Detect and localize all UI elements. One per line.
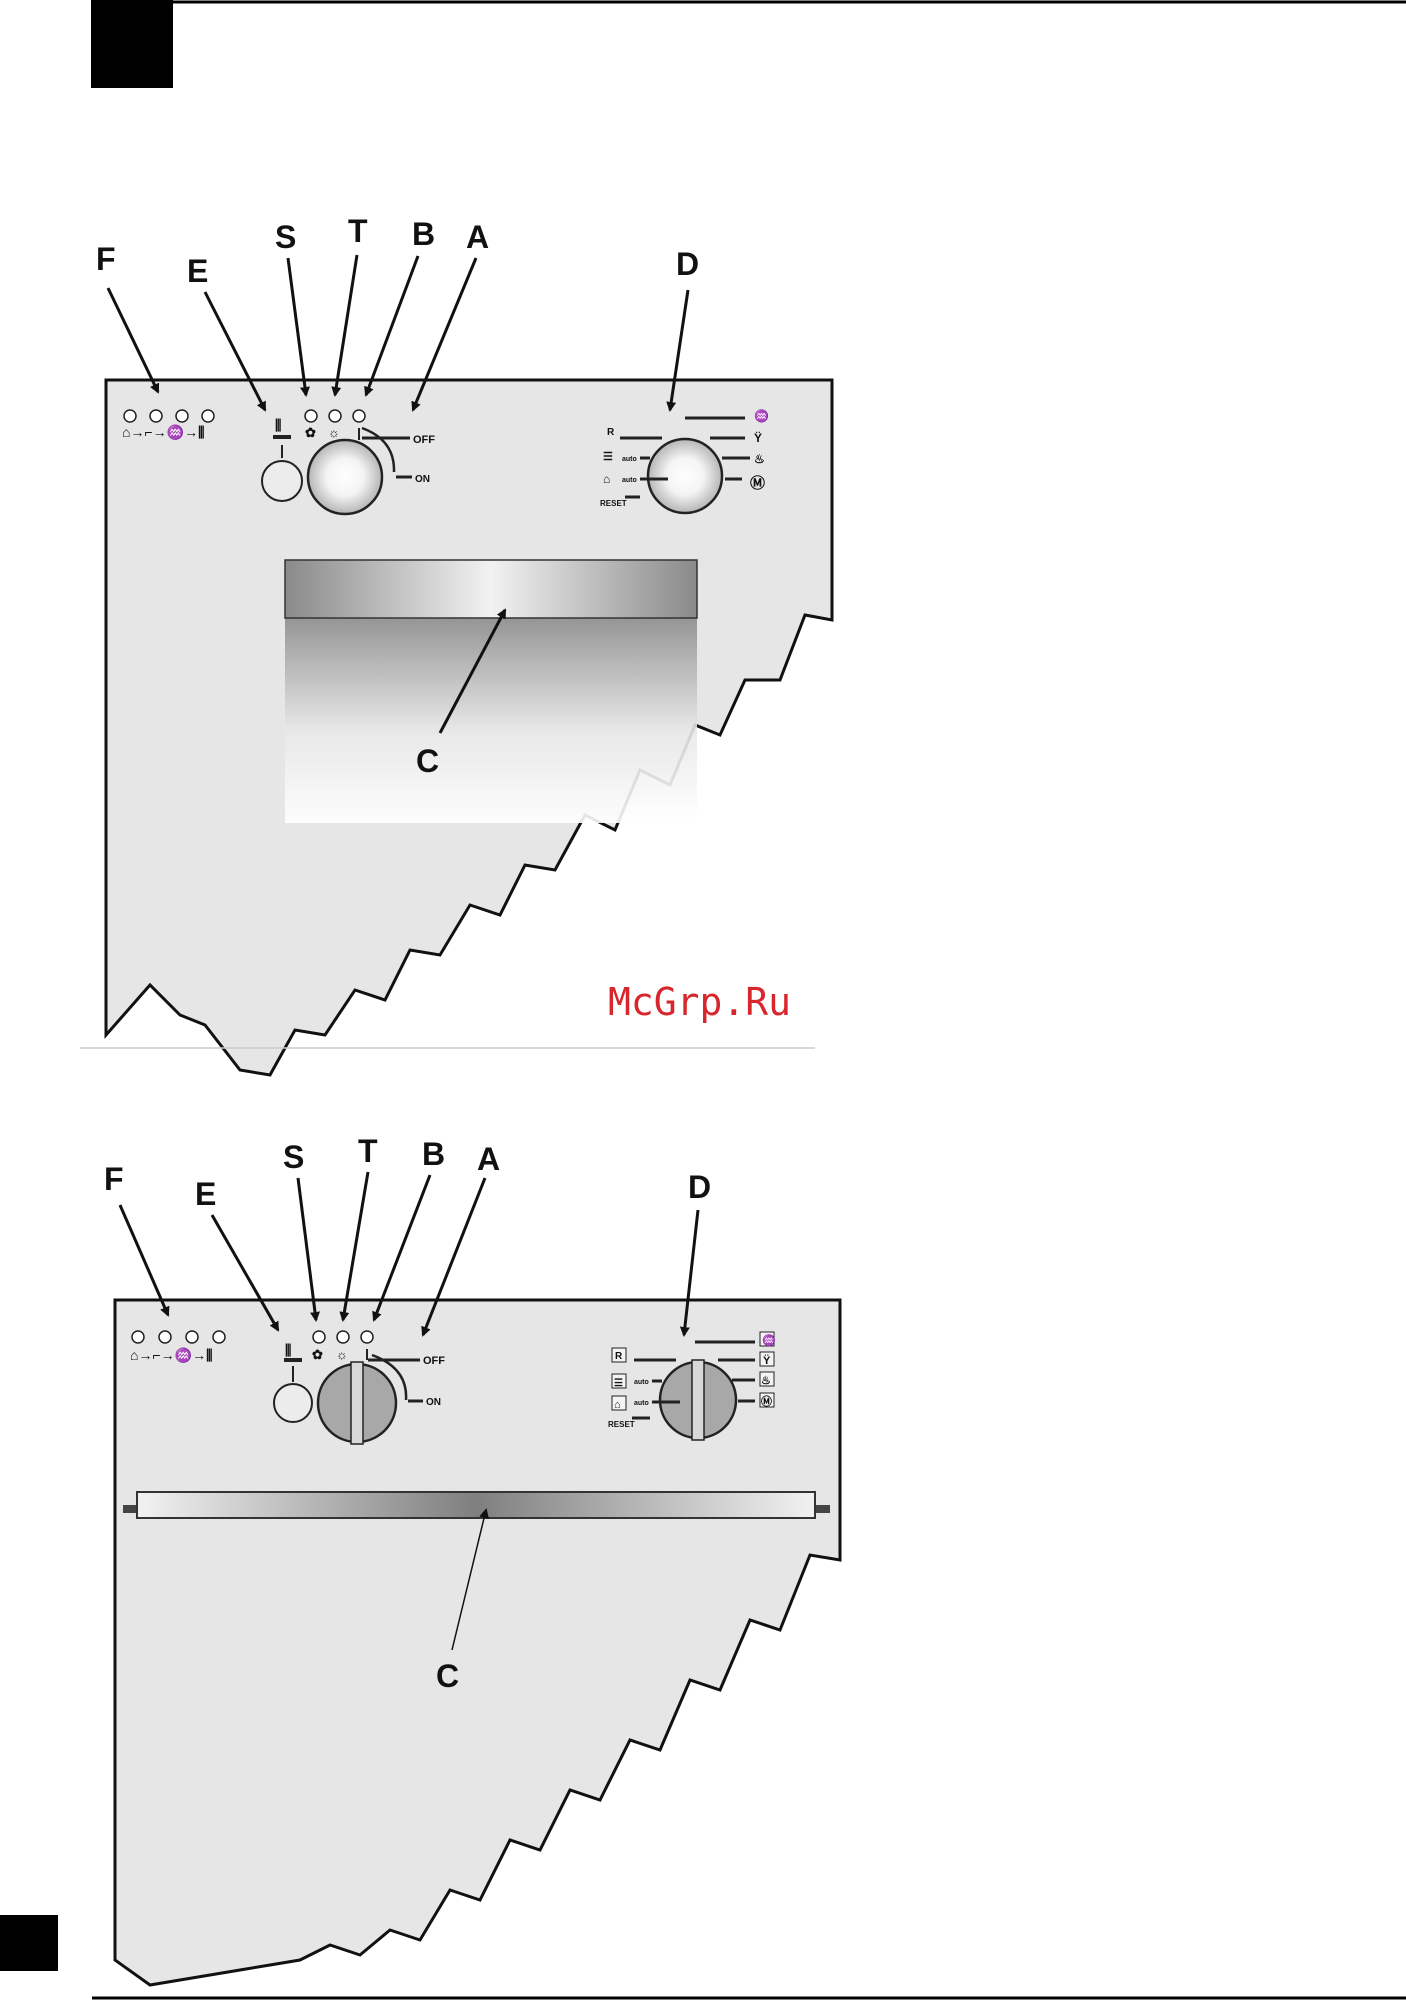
watermark: McGrp.Ru [608, 980, 791, 1024]
label-b: B [412, 216, 435, 252]
main-switch-knob[interactable] [308, 440, 382, 514]
switch-off-label: OFF [423, 1355, 445, 1367]
label-d: D [688, 1169, 711, 1205]
pointer-b [374, 1175, 430, 1320]
phase-icons: ⌂→⌐→♒→⫼ [122, 424, 205, 441]
knob-grip[interactable] [692, 1360, 704, 1440]
door-handle[interactable] [137, 1492, 815, 1518]
prog-auto-tag-1: auto [634, 1379, 649, 1386]
label-t: T [348, 213, 368, 249]
panel-1-door-handle[interactable] [285, 560, 697, 823]
rinse-aid-icon: ☼ [336, 1347, 348, 1362]
led-t [329, 410, 341, 422]
switch-on-label: ON [415, 474, 430, 485]
rinse-icon: R [607, 427, 615, 438]
led [132, 1331, 144, 1343]
led [124, 410, 136, 422]
prog-auto-tag-1: auto [622, 456, 637, 463]
half-load-tag [284, 1358, 302, 1362]
pot-icon: ♨ [754, 452, 765, 466]
salt-icon: ✿ [305, 425, 316, 440]
pointer-b [366, 256, 418, 395]
glass-icon: Ÿ [763, 1354, 771, 1367]
led [150, 410, 162, 422]
rinse-aid-icon: ☼ [328, 425, 340, 440]
label-d: D [676, 246, 699, 282]
label-s: S [283, 1139, 304, 1175]
glass-icon: Ÿ [754, 430, 762, 445]
phase-icons: ⌂→⌐→♒→⫼ [130, 1347, 213, 1364]
label-f: F [96, 241, 116, 277]
prog-auto-tag-2: auto [634, 1400, 649, 1407]
label-e: E [187, 253, 208, 289]
handle-end-left [123, 1505, 138, 1513]
handle-fade [285, 618, 697, 823]
led [159, 1331, 171, 1343]
label-b: B [422, 1136, 445, 1172]
pointer-t [335, 255, 357, 395]
intensive-icon: ⌂ [614, 1399, 621, 1411]
option-button[interactable] [262, 461, 302, 501]
prog-icon: ♒ [754, 409, 769, 423]
label-c: C [436, 1658, 459, 1694]
switch-on-label: ON [426, 1397, 441, 1408]
header-black-block [91, 0, 173, 88]
half-load-tag [273, 435, 291, 439]
led-s [305, 410, 317, 422]
label-f: F [104, 1161, 124, 1197]
reset-label: RESET [600, 499, 627, 508]
panel-2-door-handle[interactable] [123, 1492, 830, 1518]
pot-icon: ♨ [761, 1375, 771, 1387]
prog-auto-tag-2: auto [622, 477, 637, 484]
panel-2: ⌂→⌐→♒→⫼ ✿ ☼ ⫼ OFF ON [104, 1133, 840, 1985]
half-load-icon: ⫼ [285, 1342, 291, 1358]
door-handle[interactable] [285, 560, 697, 618]
pointer-s [288, 258, 306, 395]
half-load-icon: ⫼ [275, 417, 281, 433]
intensive-icon: ⌂ [603, 472, 610, 486]
led-t [337, 1331, 349, 1343]
led [202, 410, 214, 422]
program-m-icon: Ⓜ [761, 1394, 772, 1408]
pointer-t [343, 1172, 368, 1320]
led [213, 1331, 225, 1343]
rinse-icon: R [615, 1351, 623, 1362]
label-t: T [358, 1133, 378, 1169]
led [186, 1331, 198, 1343]
label-s: S [275, 219, 296, 255]
program-m-icon: Ⓜ [750, 474, 765, 492]
reset-label: RESET [608, 1420, 635, 1429]
led-b [361, 1331, 373, 1343]
pointer-f [108, 288, 158, 392]
prog-icon: ♒ [762, 1334, 776, 1347]
led-s [313, 1331, 325, 1343]
eco-icon: ☰ [614, 1378, 623, 1389]
footer-black-block [0, 1915, 58, 1971]
option-button[interactable] [274, 1384, 312, 1422]
program-selector-knob[interactable] [648, 439, 722, 513]
led [176, 410, 188, 422]
eco-icon: ☰ [603, 451, 613, 463]
led-b [353, 410, 365, 422]
salt-icon: ✿ [312, 1347, 323, 1362]
switch-off-label: OFF [413, 434, 435, 446]
label-a: A [477, 1141, 500, 1177]
knob-grip[interactable] [351, 1362, 363, 1444]
panel-1: ⌂→⌐→♒→⫼ ✿ ☼ ⫼ OFF ON [96, 213, 832, 1075]
label-c: C [416, 743, 439, 779]
handle-end-right [815, 1505, 830, 1513]
label-a: A [466, 219, 489, 255]
label-e: E [195, 1176, 216, 1212]
